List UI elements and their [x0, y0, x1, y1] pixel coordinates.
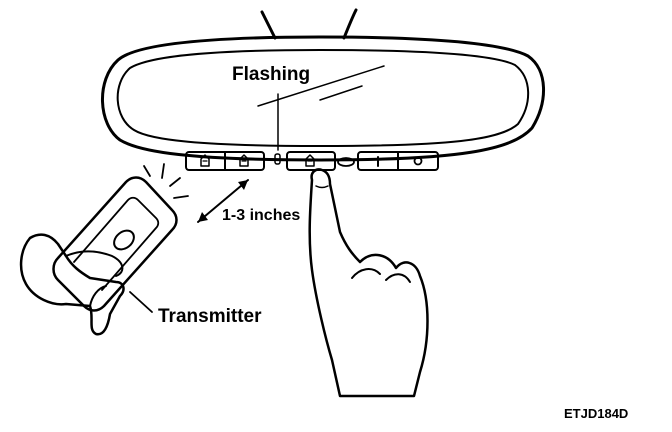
mirror-mount: [260, 8, 358, 40]
distance-arrow-icon: [197, 179, 249, 223]
o-button-icon[interactable]: [413, 156, 423, 166]
label-distance: 1-3 inches: [222, 207, 300, 224]
label-flashing: Flashing: [232, 64, 310, 85]
house-button-2-icon[interactable]: [239, 154, 249, 167]
button-strip: [185, 151, 439, 171]
house-button-1-icon[interactable]: [200, 154, 210, 167]
label-transmitter: Transmitter: [158, 306, 262, 327]
indicator-led-icon: [274, 93, 281, 165]
mirror-icon: [101, 35, 545, 162]
figure-code: ETJD184D: [564, 406, 628, 421]
hand-transmitter-icon: [19, 163, 189, 336]
house-button-3-icon[interactable]: [305, 154, 315, 167]
sensor-icon: [337, 157, 355, 167]
pointing-hand-icon: [308, 168, 429, 398]
